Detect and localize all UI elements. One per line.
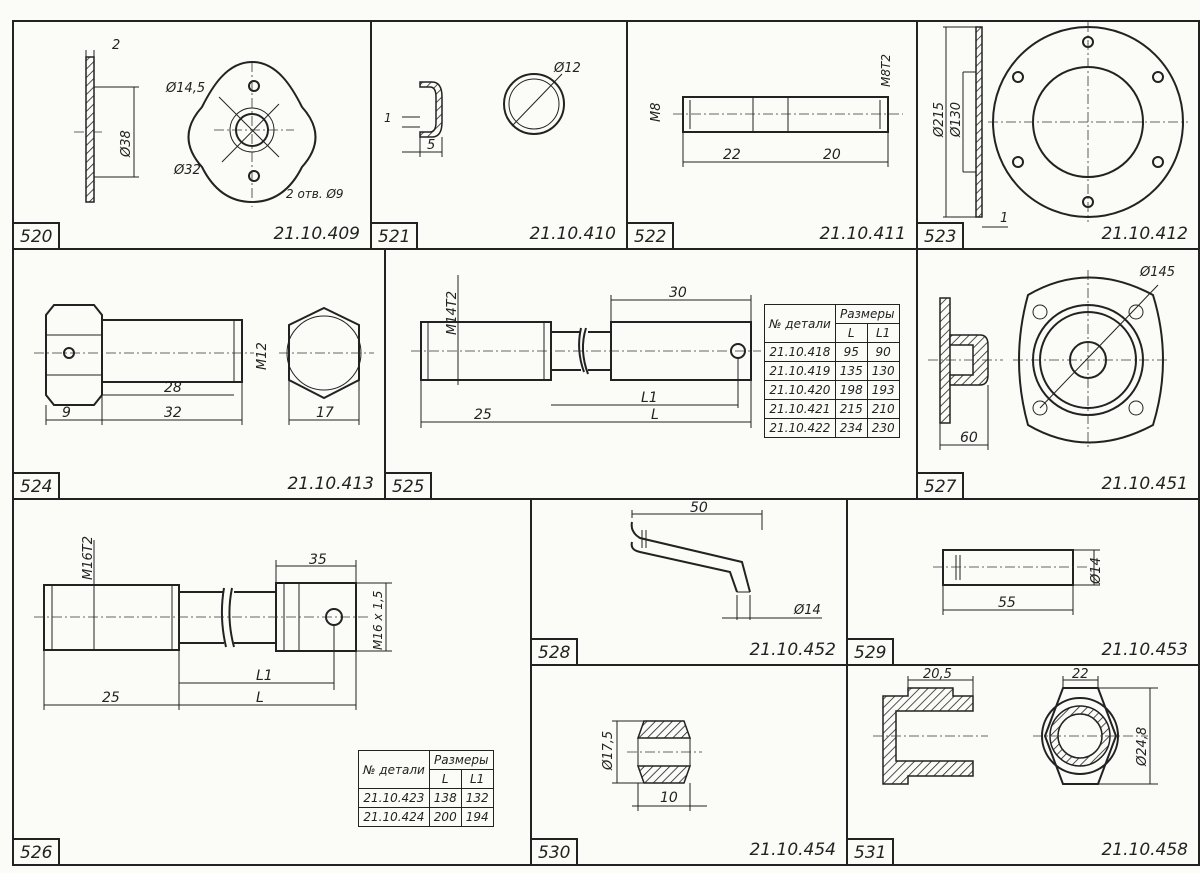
dim-l1: L1 (256, 668, 273, 684)
part-code: 21.10.454 (749, 840, 836, 860)
figure-number: 530 (532, 838, 579, 864)
col-header-part: № детали (764, 304, 836, 343)
dim-20: 20 (823, 147, 841, 163)
panel-527: 60 Ø145 527 21.10.451 (916, 248, 1200, 500)
dim-l: L (651, 407, 659, 423)
figure-number: 531 (848, 838, 895, 864)
part-code: 21.10.412 (1101, 224, 1188, 244)
dim-22: 22 (723, 147, 741, 163)
dim-d14-5: Ø14,5 (165, 81, 205, 96)
dim-50: 50 (690, 500, 708, 516)
dim-d17-5: Ø17,5 (601, 731, 616, 771)
dim-55: 55 (998, 595, 1016, 611)
dim-d12: Ø12 (553, 61, 581, 76)
dim-m16x1-5: M16 x 1,5 (371, 591, 385, 650)
panel-523: Ø215 Ø130 1 523 21.10.412 (916, 20, 1200, 250)
col-header-l1: L1 (866, 323, 900, 343)
dim-holes: 2 отв. Ø9 (286, 187, 344, 201)
col-header-l1: L1 (460, 769, 494, 789)
figure-number: 528 (532, 638, 579, 664)
dim-d24-8: Ø24,8 (1135, 727, 1150, 767)
panel-520: 2 Ø38 Ø14,5 Ø32 2 отв. Ø9 520 21.10.409 (12, 20, 372, 250)
dim-9: 9 (62, 405, 71, 421)
dim-m8t2: M8T2 (879, 54, 893, 87)
dim-25: 25 (474, 407, 492, 423)
col-header-part: № детали (358, 750, 430, 789)
part-code: 21.10.411 (819, 224, 906, 244)
dim-d215: Ø215 (932, 102, 947, 138)
col-header-sizes: Размеры (428, 750, 494, 770)
dim-1: 1 (1000, 211, 1008, 226)
dim-m8: M8 (649, 103, 664, 123)
part-code: 21.10.409 (273, 224, 360, 244)
figure-number: 523 (918, 222, 965, 248)
part-code: 21.10.451 (1101, 474, 1188, 494)
dim-l1: L1 (641, 390, 658, 406)
dim-d14: Ø14 (1089, 557, 1104, 585)
dim-5: 5 (427, 138, 435, 153)
dim-30: 30 (669, 285, 687, 301)
dim-32: 32 (164, 405, 182, 421)
col-header-l: L (428, 769, 462, 789)
dim-25: 25 (102, 690, 120, 706)
panel-521: 1 5 Ø12 521 21.10.410 (370, 20, 628, 250)
figure-number: 521 (372, 222, 419, 248)
dim-60: 60 (960, 430, 978, 446)
part-code: 21.10.453 (1101, 640, 1188, 660)
panel-529: Ø14 55 529 21.10.453 (846, 498, 1200, 666)
dim-17: 17 (316, 405, 334, 421)
part-code: 21.10.410 (529, 224, 616, 244)
col-header-l: L (834, 323, 868, 343)
dim-d130: Ø130 (949, 102, 964, 138)
dim-28: 28 (164, 380, 182, 396)
panel-524: 28 32 9 M12 17 524 21.10.413 (12, 248, 386, 500)
panel-530: Ø17,5 10 530 21.10.454 (530, 664, 848, 866)
part-code: 21.10.458 (1101, 840, 1188, 860)
dim-m14t2: M14T2 (445, 291, 460, 335)
part-code: 21.10.452 (749, 640, 836, 660)
dim-d145: Ø145 (1139, 265, 1175, 280)
dim-22: 22 (1072, 667, 1089, 682)
panel-528: 50 Ø14 528 21.10.452 (530, 498, 848, 666)
dim-1: 1 (384, 111, 392, 125)
dim-m16t2: M16T2 (81, 536, 96, 580)
figure-number: 524 (14, 472, 61, 498)
panel-522: M8 M8T2 22 20 522 21.10.411 (626, 20, 918, 250)
dim-m12: M12 (255, 342, 270, 370)
dim-20-5: 20,5 (923, 667, 952, 682)
figure-number: 522 (628, 222, 675, 248)
dim-d38: Ø38 (119, 130, 134, 158)
panel-531: 20,5 22 Ø24,8 531 21.10.458 (846, 664, 1200, 866)
figure-number: 527 (918, 472, 965, 498)
figure-number: 520 (14, 222, 61, 248)
dim-2: 2 (112, 38, 120, 53)
dim-d32: Ø32 (173, 163, 201, 178)
figure-number: 526 (14, 838, 61, 864)
col-header-sizes: Размеры (834, 304, 900, 324)
dim-l: L (256, 690, 264, 706)
part-code: 21.10.413 (287, 474, 374, 494)
dim-35: 35 (309, 552, 327, 568)
figure-number: 529 (848, 638, 895, 664)
dim-10: 10 (660, 790, 678, 806)
dim-d14: Ø14 (793, 603, 821, 618)
figure-number: 525 (386, 472, 433, 498)
